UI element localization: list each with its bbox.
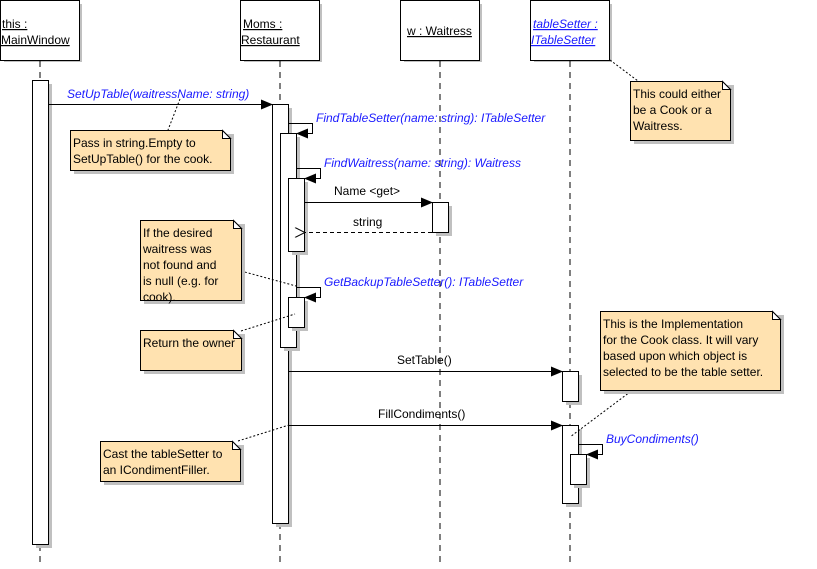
note-text-line: If the desired	[143, 226, 212, 240]
self-message-arrow	[296, 287, 321, 303]
message-settable[interactable]: SetTable()	[289, 353, 563, 377]
note-text-line: an ICondimentFiller.	[103, 463, 210, 477]
lifeline-name-line1: Moms :	[243, 17, 282, 31]
activation-bar-mainwindow[interactable]	[32, 80, 49, 545]
message-getbackup[interactable]: GetBackupTableSetter(): ITableSetter	[296, 275, 525, 303]
note-text-line: based upon which object is	[603, 349, 747, 363]
note-text-line: SetUpTable() for the cook.	[73, 152, 212, 166]
note-text-line: Pass in string.Empty to	[73, 136, 196, 150]
message-buycondiments[interactable]: BuyCondiments()	[578, 432, 699, 460]
message-label: FillCondiments()	[378, 407, 465, 421]
note-fold-corner	[233, 329, 243, 339]
activation-bar-settable[interactable]	[562, 371, 579, 402]
note-text-line: selected to be the table setter.	[603, 365, 763, 379]
note-connector	[609, 59, 639, 82]
note-body	[100, 441, 241, 482]
note-cook-or-waitress[interactable]: This could either be a Cook or a Waitress.	[630, 80, 735, 145]
note-fold-corner	[772, 310, 782, 320]
lifeline-name-line1: tableSetter :	[533, 17, 598, 31]
lifeline-name-line2: Restaurant	[241, 33, 300, 47]
notes-layer: This could either be a Cook or a Waitress.…	[70, 80, 785, 486]
lifeline-tablesetter[interactable]: tableSetter : ITableSetter	[530, 0, 613, 566]
message-string-return[interactable]: string	[305, 215, 432, 233]
activation-bar-findwaitress[interactable]	[288, 178, 305, 252]
note-text-line: This could either	[633, 87, 721, 101]
lifeline-name-line1: w : Waitress	[406, 24, 472, 38]
note-fold-corner	[222, 129, 232, 139]
activation-bar-waitress[interactable]	[432, 202, 449, 233]
note-text-line: waitress was	[142, 242, 212, 256]
message-label: GetBackupTableSetter(): ITableSetter	[324, 275, 524, 289]
note-text-line: Cast the tableSetter to	[103, 447, 223, 461]
message-label: SetTable()	[397, 353, 452, 367]
note-cast[interactable]: Cast the tableSetter to an ICondimentFill…	[100, 440, 245, 486]
note-text-line: be a Cook or a	[633, 103, 712, 117]
note-fold-corner	[233, 219, 243, 229]
message-label: BuyCondiments()	[606, 432, 699, 446]
note-text-line: cook).	[143, 290, 176, 304]
note-connector	[167, 98, 181, 131]
lifeline-waitress[interactable]: w : Waitress	[400, 0, 483, 566]
note-text-line: for the Cook class. It will vary	[603, 333, 758, 347]
message-label: string	[353, 215, 382, 229]
message-findtablesetter[interactable]: FindTableSetter(name: string): ITableSet…	[288, 111, 547, 139]
note-connector	[569, 388, 635, 438]
note-body	[140, 220, 242, 301]
self-message-arrow	[288, 123, 313, 139]
message-label: FindTableSetter(name: string): ITableSet…	[316, 111, 546, 125]
lifeline-name-line2: MainWindow	[1, 33, 70, 47]
message-label: Name <get>	[334, 184, 400, 198]
note-fold-corner	[232, 440, 242, 450]
message-label: FindWaitress(name: string): Waitress	[324, 156, 521, 170]
note-return-owner[interactable]: Return the owner	[140, 329, 246, 375]
note-string-empty[interactable]: Pass in string.Empty to SetUpTable() for …	[70, 129, 235, 175]
message-label: SetUpTable(waitressName: string)	[67, 87, 249, 101]
note-body	[70, 130, 231, 171]
note-text-line: This is the Implementation	[603, 317, 743, 331]
note-connector	[237, 424, 290, 442]
note-connector	[240, 313, 296, 332]
lifeline-head-box	[240, 0, 320, 61]
self-message-arrow	[578, 444, 603, 460]
note-text-line: is null (e.g. for	[143, 274, 218, 288]
note-body	[140, 330, 242, 371]
note-body	[630, 81, 731, 141]
message-nameget[interactable]: Name <get>	[305, 184, 433, 208]
message-fillcondiments[interactable]: FillCondiments()	[289, 407, 563, 431]
note-text-line: not found and	[143, 258, 216, 272]
note-connector	[240, 270, 297, 287]
note-body	[600, 311, 781, 391]
lifeline-name-line1: this :	[2, 17, 27, 31]
message-findwaitress[interactable]: FindWaitress(name: string): Waitress	[296, 156, 521, 184]
lifeline-name-line2: ITableSetter	[531, 33, 596, 47]
lifeline-head-box	[0, 0, 80, 61]
note-text-line: Waitress.	[633, 119, 683, 133]
activation-bar-getbackup[interactable]	[288, 297, 305, 328]
message-setuptable[interactable]: SetUpTable(waitressName: string)	[49, 87, 273, 110]
activation-bar-buycondiments[interactable]	[570, 454, 587, 485]
note-waitress-null[interactable]: If the desired waitress was not found and i…	[140, 219, 246, 305]
note-fold-corner	[722, 80, 732, 90]
self-message-arrow	[296, 168, 321, 184]
lifeline-mainwindow[interactable]: this : MainWindow	[0, 0, 83, 566]
note-text-line: Return the owner	[143, 336, 235, 350]
note-implementation[interactable]: This is the Implementation for the Cook c…	[600, 310, 785, 395]
lifeline-head-box	[530, 0, 610, 61]
lifeline-head-box	[400, 0, 480, 61]
